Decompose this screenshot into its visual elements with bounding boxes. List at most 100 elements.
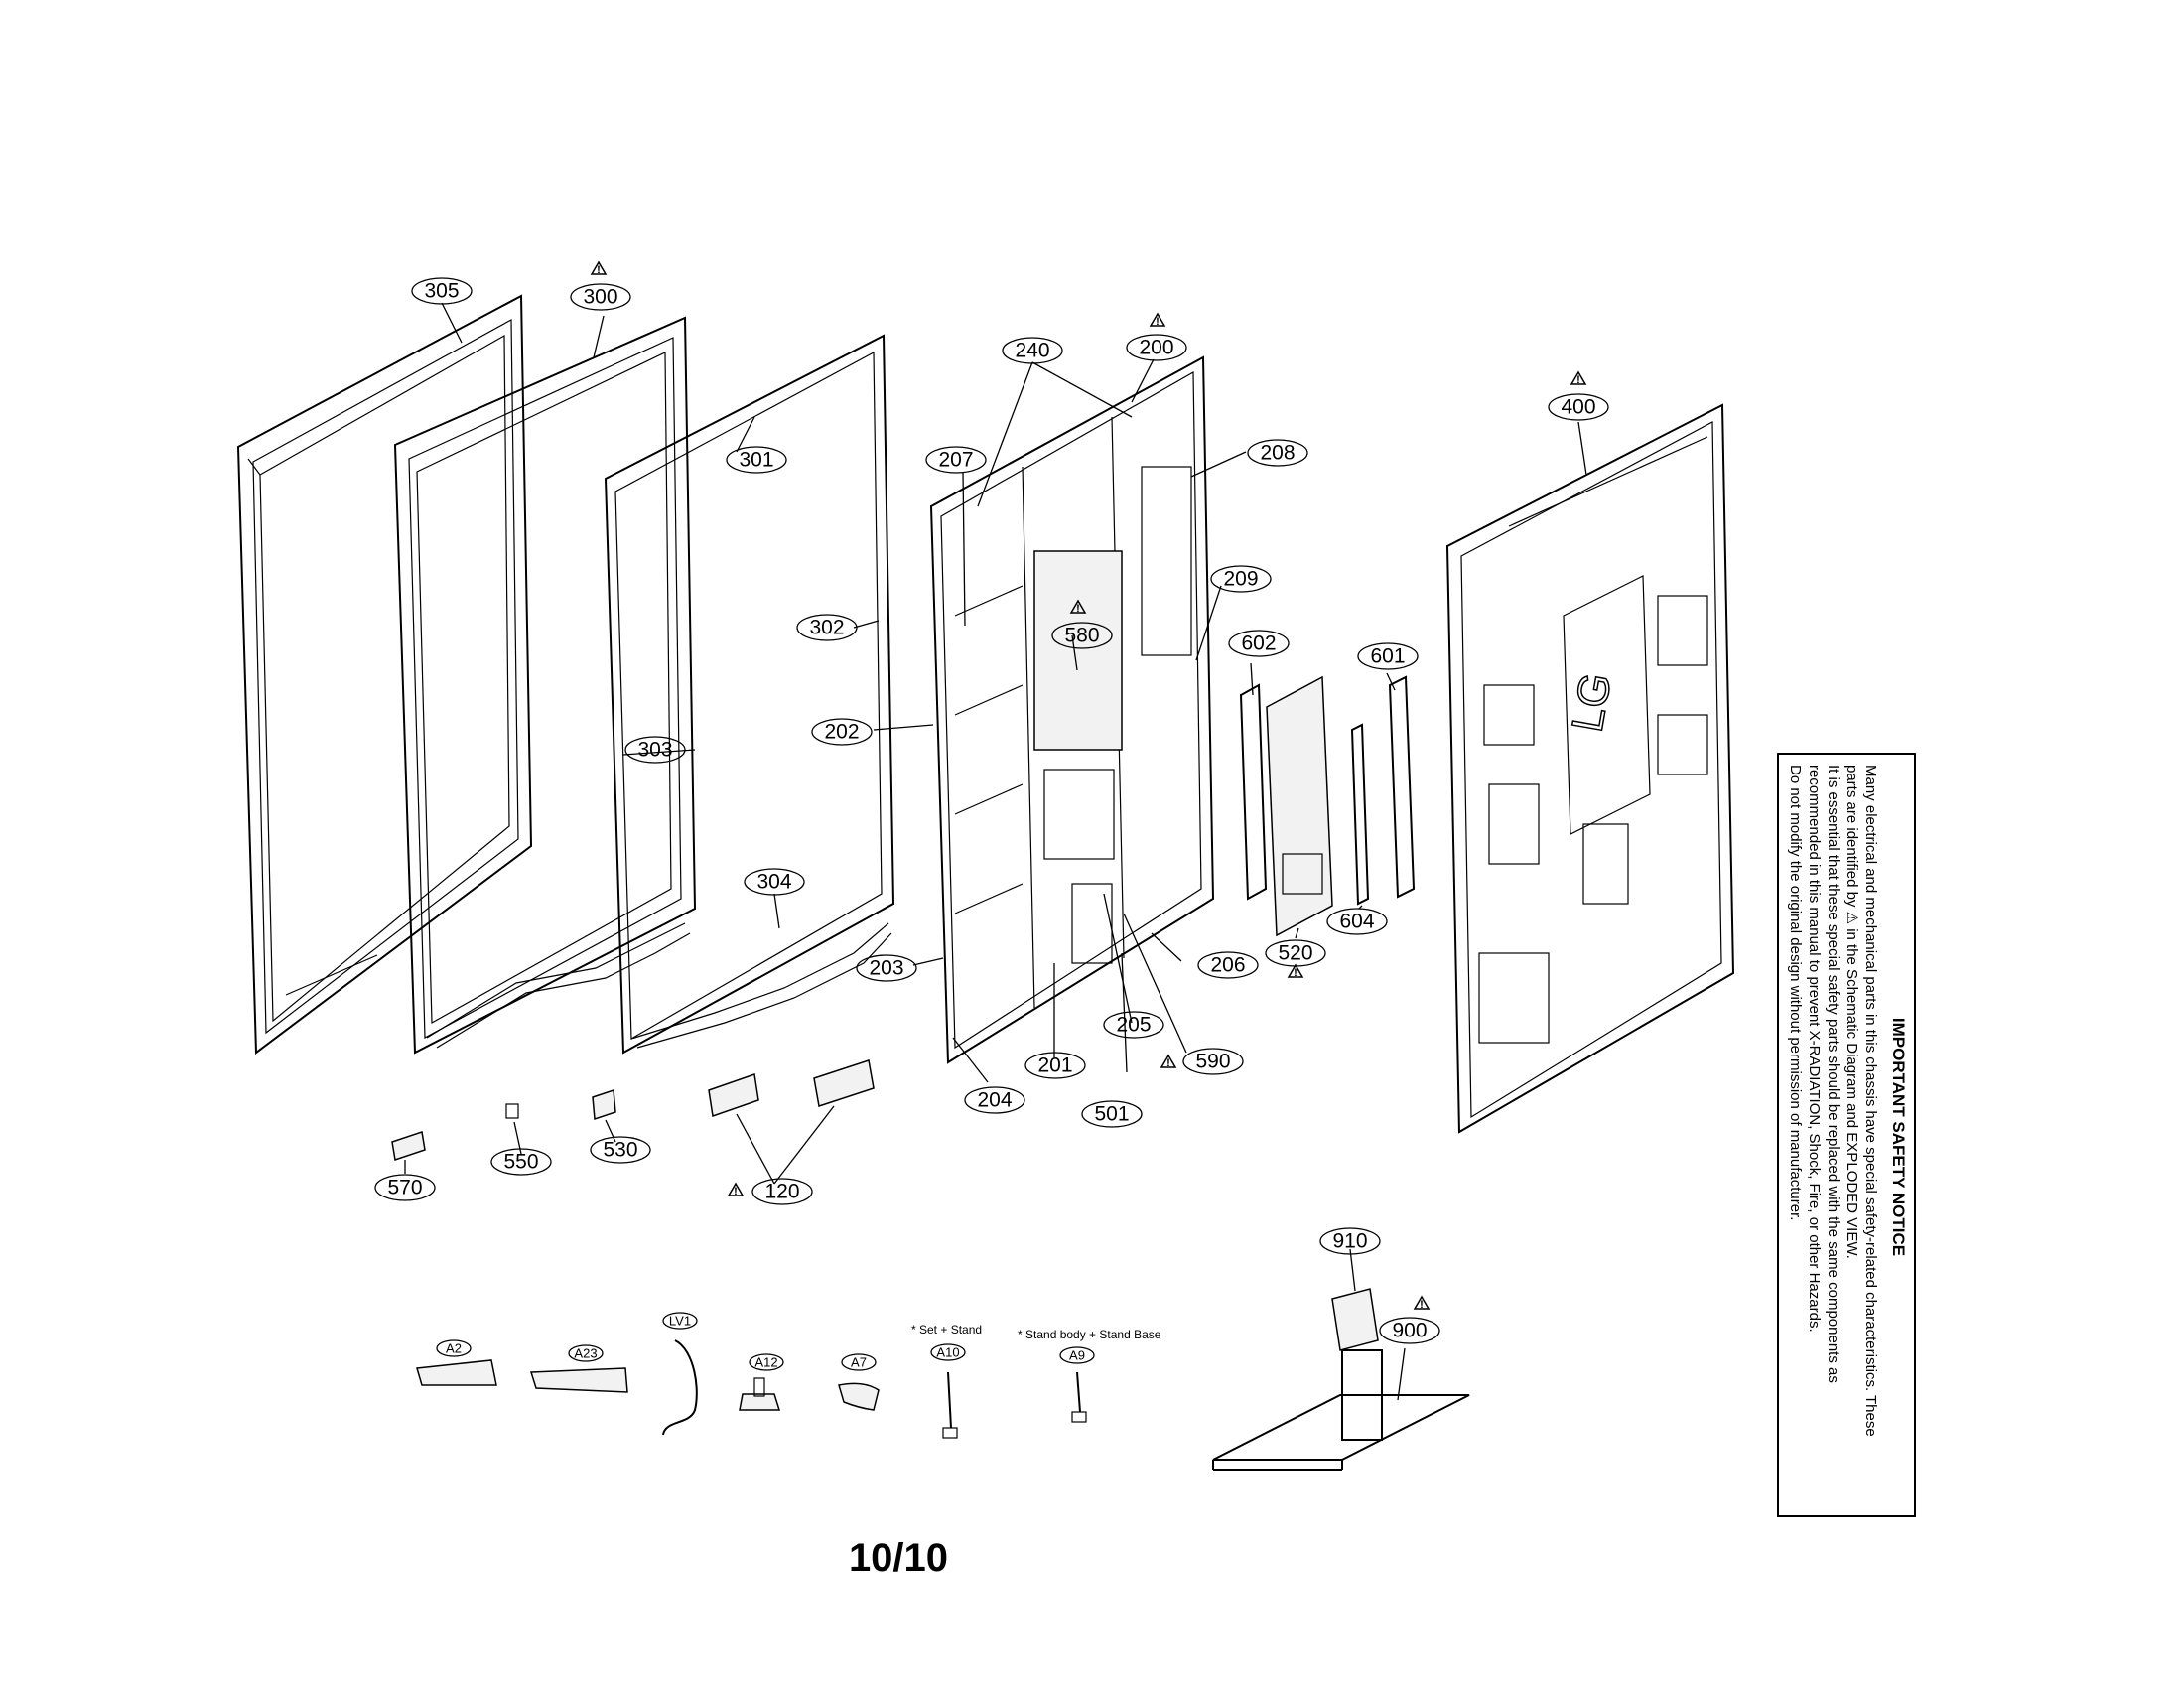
callout-301: 301 (726, 446, 787, 474)
callout-label: 900 (1392, 1320, 1427, 1342)
callout-label: 209 (1223, 568, 1258, 591)
accessory-A10 (942, 1371, 958, 1439)
warning-icon-300: ! (590, 260, 608, 276)
warning-icon-120: ! (727, 1182, 745, 1197)
callout-207: 207 (925, 446, 987, 474)
callout-570: 570 (374, 1174, 436, 1201)
callout-label: 120 (764, 1181, 799, 1203)
safety-notice-line: recommended in this manual to prevent X-… (1806, 765, 1823, 1333)
callout-A23: A23 (568, 1344, 604, 1362)
part-120-right (813, 1059, 875, 1107)
callout-A7: A7 (841, 1353, 877, 1371)
callout-label: 200 (1139, 337, 1173, 359)
callout-label: A23 (574, 1346, 597, 1361)
warning-icons: ! ! ! ! ! ! ! ! (590, 260, 1587, 1311)
callout-label: 400 (1561, 396, 1595, 419)
callout-label: A7 (851, 1355, 867, 1370)
callout-601: 601 (1357, 642, 1419, 670)
callout-206: 206 (1197, 951, 1259, 979)
callout-A12: A12 (749, 1353, 784, 1371)
callout-240: 240 (1002, 337, 1063, 364)
safety-notice-title: IMPORTANT SAFETY NOTICE (1889, 1017, 1908, 1257)
rear-cover-400: LG (1445, 403, 1735, 1134)
callout-label: 206 (1210, 954, 1245, 977)
callout-label: 590 (1195, 1051, 1230, 1073)
callout-label: 202 (824, 721, 859, 744)
callout-label: 580 (1064, 625, 1099, 647)
svg-text:!: ! (1576, 374, 1580, 386)
callout-label: 203 (869, 957, 903, 980)
callout-label: 240 (1015, 340, 1049, 362)
callout-label: A10 (936, 1345, 959, 1360)
safety-notice-line: Do not modify the original design withou… (1787, 765, 1804, 1221)
safety-notice-line: parts are identified by ⚠ in the Schemat… (1843, 765, 1860, 1259)
callout-LV1: LV1 (662, 1312, 698, 1330)
warning-icon-400: ! (1570, 370, 1587, 386)
callout-label: 207 (938, 449, 973, 472)
callout-label: 604 (1339, 911, 1374, 933)
svg-text:!: ! (1294, 967, 1297, 979)
accessory-LV1 (662, 1339, 698, 1436)
part-550 (505, 1103, 519, 1119)
callout-203: 203 (856, 954, 917, 982)
callout-label: 570 (387, 1177, 422, 1199)
callout-label: 910 (1332, 1230, 1367, 1253)
safety-notice-content: IMPORTANT SAFETY NOTICE Many electrical … (1787, 765, 1908, 1509)
callout-501: 501 (1081, 1100, 1143, 1128)
callout-604: 604 (1326, 908, 1388, 935)
callout-602: 602 (1228, 630, 1290, 657)
side-board-602 (1239, 683, 1268, 901)
safety-notice-line: It is essential that these special safet… (1825, 765, 1842, 1383)
callout-400: 400 (1548, 393, 1609, 421)
accessory-A9 (1071, 1371, 1087, 1423)
callout-label: 201 (1037, 1055, 1072, 1077)
callout-label: 301 (739, 449, 773, 472)
warning-icon-580: ! (1069, 599, 1087, 615)
rear-cover-logo: LG (1563, 669, 1620, 735)
callout-A9: A9 (1059, 1346, 1095, 1364)
callout-900: 900 (1379, 1317, 1440, 1344)
warning-icon-200: ! (1149, 312, 1166, 328)
callout-label: A12 (754, 1355, 777, 1370)
safety-notice-box: IMPORTANT SAFETY NOTICE Many electrical … (1777, 753, 1916, 1517)
callout-label: 550 (503, 1151, 538, 1174)
callout-label: 302 (809, 617, 844, 639)
safety-notice-line: Many electrical and mechanical parts in … (1862, 765, 1879, 1437)
callout-label: 208 (1260, 442, 1295, 465)
callout-label: 501 (1094, 1103, 1129, 1126)
page-number: 10/10 (849, 1536, 948, 1580)
svg-text:!: ! (734, 1186, 738, 1197)
stand-body-910 (1331, 1288, 1383, 1441)
callout-label: 204 (977, 1089, 1012, 1112)
callout-304: 304 (744, 868, 805, 896)
callout-label: A2 (446, 1341, 462, 1356)
callout-303: 303 (624, 736, 686, 764)
callout-208: 208 (1247, 439, 1308, 467)
front-bezel-305 (236, 294, 533, 1055)
part-120-left (708, 1072, 759, 1118)
callout-label: 300 (583, 286, 617, 309)
callout-label: A9 (1069, 1348, 1085, 1363)
callout-label: 602 (1241, 633, 1276, 655)
callout-305: 305 (411, 277, 473, 305)
callout-201: 201 (1024, 1052, 1086, 1079)
callout-910: 910 (1319, 1227, 1381, 1255)
svg-text:!: ! (1166, 1057, 1170, 1069)
cabinet-frame-300 (393, 316, 697, 1055)
callout-A2: A2 (436, 1339, 472, 1357)
callout-300: 300 (570, 283, 631, 311)
callout-202: 202 (811, 718, 873, 746)
leader-lines (404, 302, 1587, 1401)
callout-label: 520 (1278, 942, 1312, 965)
part-570 (391, 1131, 426, 1161)
callout-label: 303 (637, 739, 672, 762)
callout-label: 205 (1116, 1014, 1151, 1037)
callout-label: 601 (1370, 645, 1405, 668)
accessory-A23 (529, 1367, 628, 1393)
callout-520: 520 (1265, 939, 1326, 967)
warning-icon-900: ! (1413, 1295, 1431, 1311)
main-chassis-200 (929, 355, 1215, 1064)
callout-120: 120 (751, 1178, 813, 1205)
callout-205: 205 (1103, 1011, 1164, 1039)
callout-label: 530 (603, 1139, 637, 1162)
